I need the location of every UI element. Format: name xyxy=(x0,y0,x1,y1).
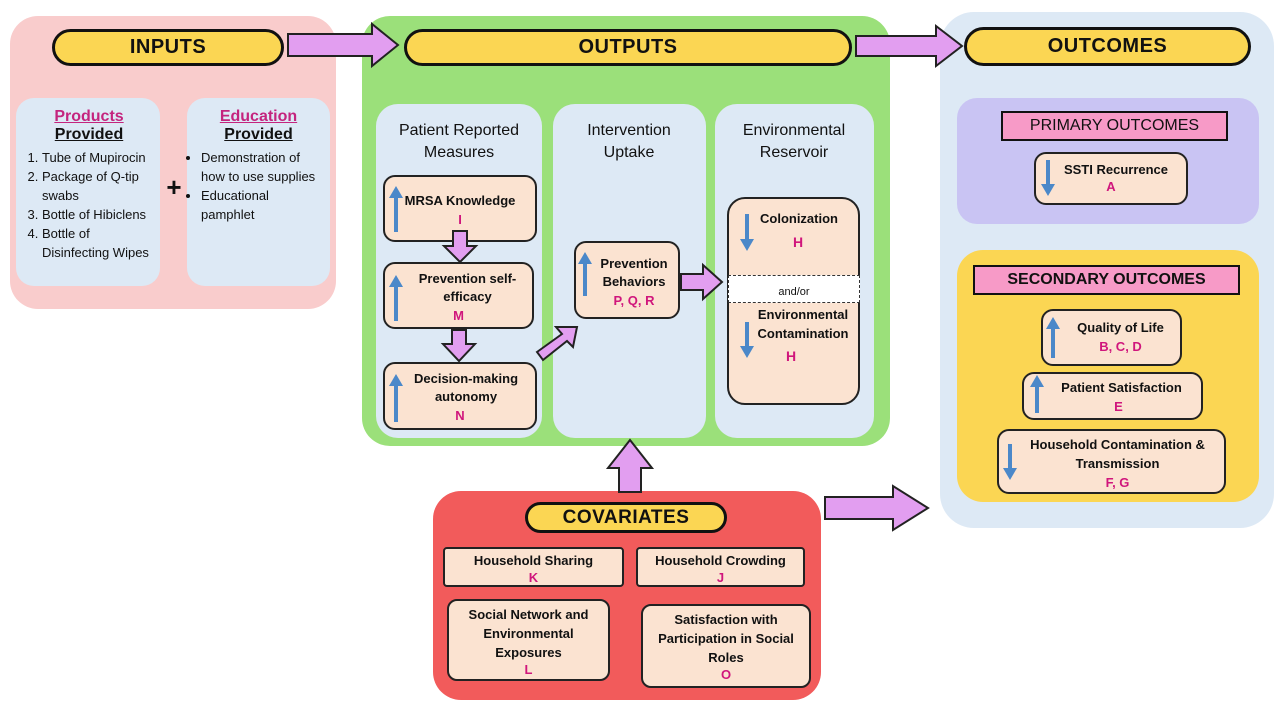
andor-label: and/or xyxy=(778,286,810,298)
card-letter: E xyxy=(1114,399,1123,414)
inputs-title: INPUTS xyxy=(52,29,284,66)
card-household-sharing: Household Sharing K xyxy=(443,547,624,587)
contamination-letter: H xyxy=(785,348,797,364)
card-letter: J xyxy=(716,570,725,585)
card-prevention-behaviors: Prevention Behaviors P, Q, R xyxy=(574,241,680,319)
right-arrow-icon xyxy=(824,484,930,532)
plus-sign: + xyxy=(166,172,182,202)
card-label: Quality of Life xyxy=(1077,320,1164,335)
list-item: Tube of Mupirocin xyxy=(42,148,156,167)
products-heading-link: Products xyxy=(54,108,124,125)
card-letter: F, G xyxy=(1105,475,1130,490)
list-item: Bottle of Hibiclens xyxy=(42,205,156,224)
products-heading-sub: Provided xyxy=(54,126,124,143)
reservoir-header: Environmental Reservoir xyxy=(742,122,846,161)
education-list: Demonstration of how to use supplies Edu… xyxy=(191,148,326,224)
card-prevention-self-efficacy: Prevention self-efficacy M xyxy=(383,262,534,329)
list-item: Package of Q-tip swabs xyxy=(42,167,156,205)
list-item: Educational pamphlet xyxy=(201,186,326,224)
outputs-title: OUTPUTS xyxy=(404,29,852,66)
covariates-title: COVARIATES xyxy=(525,502,727,533)
list-item: Bottle of Disinfecting Wipes xyxy=(42,224,156,262)
colonization-label: Colonization xyxy=(760,211,838,226)
prm-header: Patient Reported Measures xyxy=(398,122,520,161)
education-heading-sub: Provided xyxy=(224,126,293,143)
card-label: Satisfaction with Participation in Socia… xyxy=(658,612,794,665)
colonization-letter: H xyxy=(792,234,804,250)
education-heading-link: Education xyxy=(219,108,298,125)
andor-divider: and/or xyxy=(728,275,860,303)
card-letter: M xyxy=(453,308,464,323)
card-household-crowding: Household Crowding J xyxy=(636,547,805,587)
up-arrow-icon xyxy=(605,438,655,493)
card-household-contamination: Household Contamination & Transmission F… xyxy=(997,429,1226,494)
card-decision-making-autonomy: Decision-making autonomy N xyxy=(383,362,537,430)
card-label: Decision-making autonomy xyxy=(413,371,519,404)
card-label: Social Network and Environmental Exposur… xyxy=(468,607,589,660)
card-letter: P, Q, R xyxy=(613,293,655,308)
card-satisfaction-participation: Satisfaction with Participation in Socia… xyxy=(641,604,811,688)
products-list: Tube of Mupirocin Package of Q-tip swabs… xyxy=(22,148,156,262)
card-social-network: Social Network and Environmental Exposur… xyxy=(447,599,610,681)
card-letter: L xyxy=(524,662,533,677)
card-letter: B, C, D xyxy=(1099,339,1142,354)
card-quality-of-life: Quality of Life B, C, D xyxy=(1041,309,1182,366)
card-letter: I xyxy=(458,212,462,227)
card-letter: O xyxy=(720,667,732,682)
card-mrsa-knowledge: MRSA Knowledge I xyxy=(383,175,537,242)
card-letter: K xyxy=(528,570,539,585)
card-label: Household Crowding xyxy=(655,553,786,568)
outcomes-title: OUTCOMES xyxy=(964,27,1251,66)
contamination-label: Environmental Contamination xyxy=(757,307,849,341)
card-letter: N xyxy=(455,408,465,423)
secondary-outcomes-title: SECONDARY OUTCOMES xyxy=(973,265,1240,295)
card-label: Household Contamination & Transmission xyxy=(1030,437,1205,471)
list-item: Demonstration of how to use supplies xyxy=(201,148,326,186)
card-patient-satisfaction: Patient Satisfaction E xyxy=(1022,372,1203,420)
card-label: Prevention Behaviors xyxy=(600,256,668,289)
card-letter: A xyxy=(1106,179,1116,194)
card-label: SSTI Recurrence xyxy=(1063,162,1169,177)
products-box: Products Provided Tube of Mupirocin Pack… xyxy=(16,98,160,286)
card-label: MRSA Knowledge xyxy=(404,193,516,208)
card-label: Prevention self-efficacy xyxy=(418,271,517,304)
card-label: Patient Satisfaction xyxy=(1061,380,1182,395)
card-label: Household Sharing xyxy=(473,553,594,568)
primary-outcomes-title: PRIMARY OUTCOMES xyxy=(1001,111,1228,141)
card-ssti-recurrence: SSTI Recurrence A xyxy=(1034,152,1188,205)
education-box: Education Provided Demonstration of how … xyxy=(187,98,330,286)
uptake-header: Intervention Uptake xyxy=(587,122,671,161)
